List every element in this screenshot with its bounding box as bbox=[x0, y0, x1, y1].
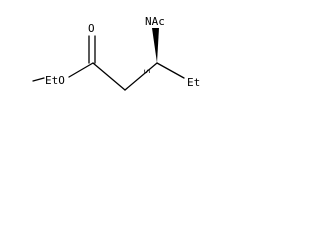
bond-stereocenter-ethyl bbox=[156, 62, 185, 79]
bond-ch2-stereocenter bbox=[124, 62, 158, 91]
molecule-drawing: O NAc EtO Et S bbox=[32, 15, 200, 91]
acetamido-label: NAc bbox=[145, 15, 165, 28]
ethyl-label: Et bbox=[187, 76, 200, 89]
bond-ethoxy-oxygen bbox=[32, 77, 45, 82]
wedge-bond-stereocenter-nitrogen bbox=[152, 28, 159, 63]
ethoxy-label: EtO bbox=[45, 74, 65, 87]
structure-canvas: O NAc EtO Et S bbox=[0, 0, 237, 119]
bond-carbonyl-ch2 bbox=[92, 62, 126, 91]
stereo-descriptor-label: S bbox=[142, 69, 151, 74]
carbonyl-oxygen-label: O bbox=[88, 22, 95, 35]
bond-ester-oxygen-carbonyl bbox=[68, 62, 94, 78]
